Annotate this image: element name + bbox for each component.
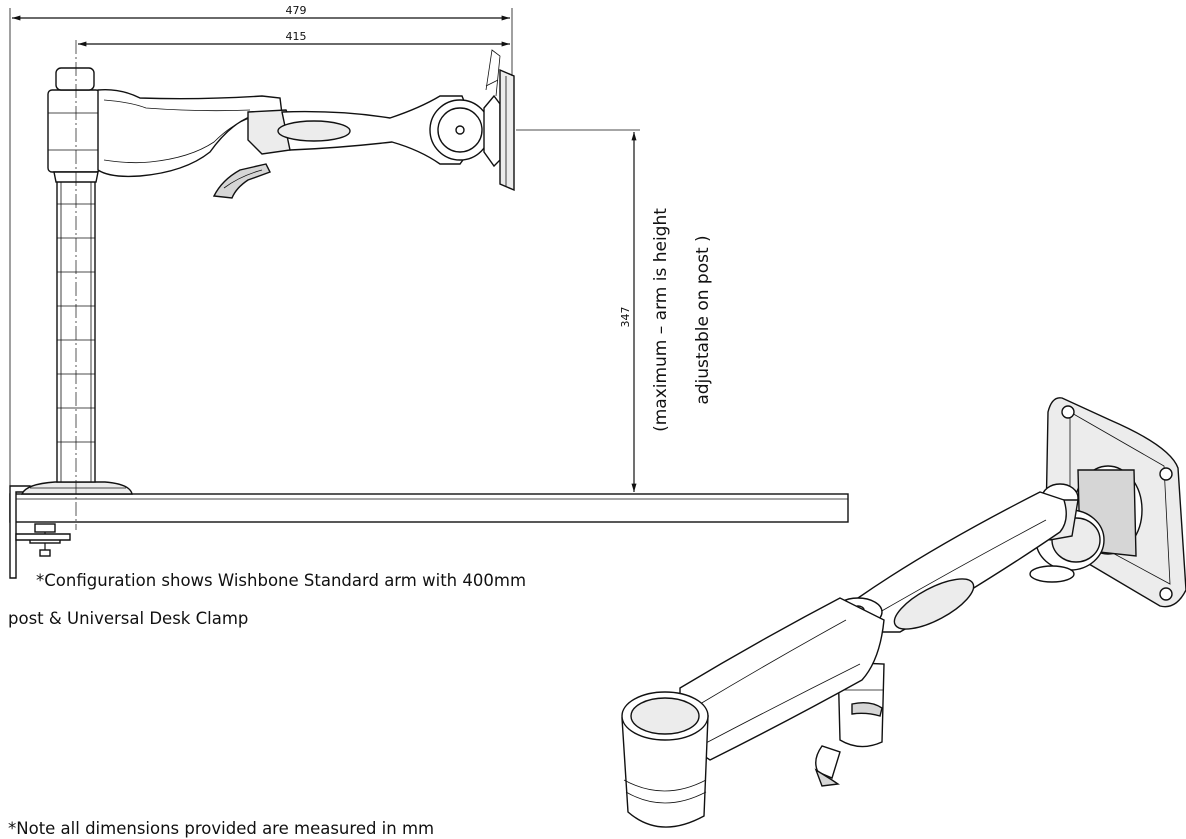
tilt-head: [429, 49, 501, 168]
iso-forearm: [857, 491, 1067, 633]
isometric-arm-drawing: [621, 397, 1186, 828]
iso-post-collar: [621, 691, 709, 828]
dimension-347-label: 347: [619, 307, 632, 328]
units-note: *Note all dimensions provided are measur…: [8, 819, 434, 838]
post-base: [20, 481, 133, 495]
desk-clamp: [9, 485, 71, 579]
post-collar: [47, 67, 101, 183]
configuration-note-line1: *Configuration shows Wishbone Standard a…: [36, 571, 526, 590]
height-note-line1: (maximum – arm is height: [651, 208, 671, 432]
notes: *Configuration shows Wishbone Standard a…: [8, 571, 526, 838]
arm-body: [97, 88, 295, 199]
height-note-line2: adjustable on post ): [693, 235, 713, 404]
forearm-link: [277, 95, 471, 165]
dimension-479-label: 479: [286, 4, 307, 17]
side-elevation-drawing: 479 415 347 (maximum – arm is height adj…: [9, 4, 849, 579]
dimension-415: 415: [78, 30, 510, 47]
dimension-415-label: 415: [286, 30, 307, 43]
configuration-note-line2: post & Universal Desk Clamp: [8, 609, 248, 628]
vesa-plate: [499, 68, 515, 192]
dimension-347: 347 (maximum – arm is height adjustable …: [516, 129, 713, 492]
desk-surface: [9, 493, 849, 523]
dimension-479: 479: [9, 4, 513, 488]
iso-main-arm: [679, 597, 885, 787]
